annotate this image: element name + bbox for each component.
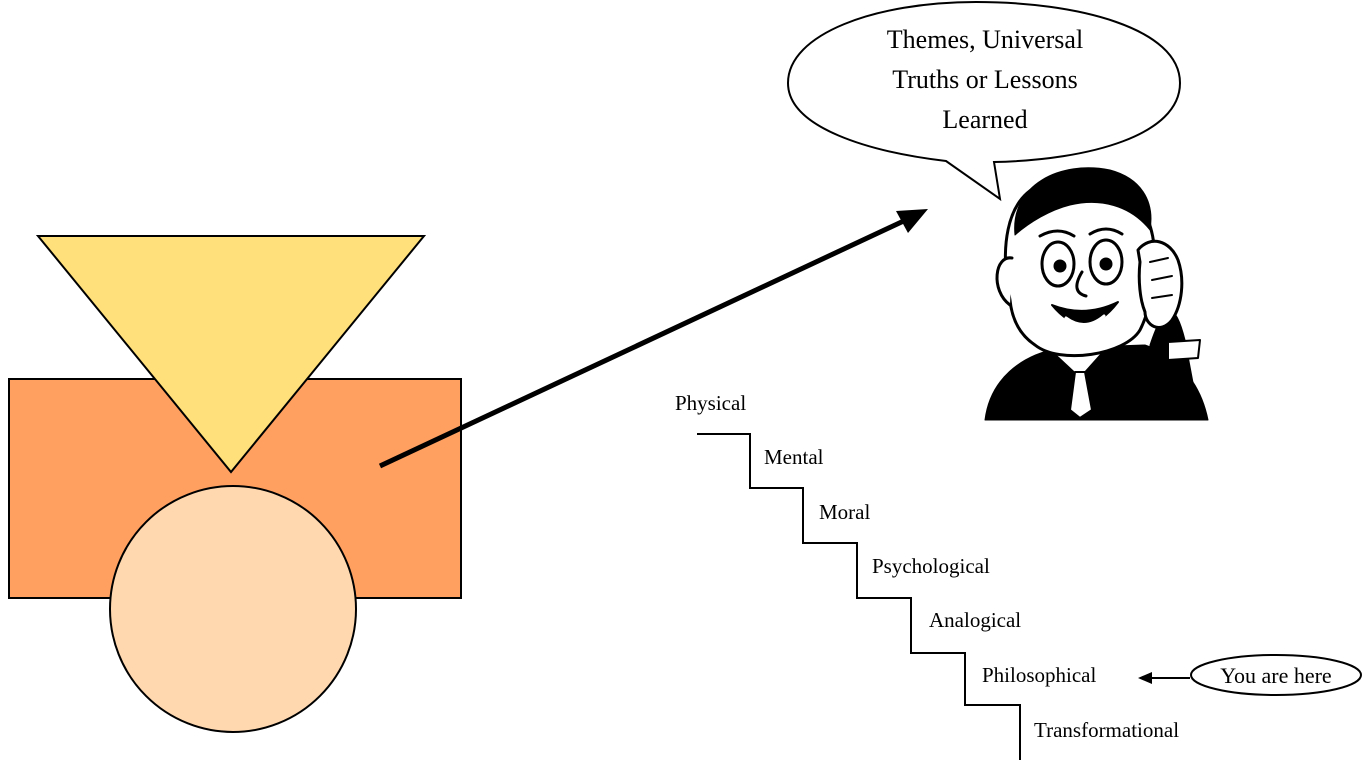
step-mental: Mental (764, 445, 824, 469)
yellow-triangle (35, 235, 427, 474)
step-moral: Moral (819, 500, 870, 524)
staircase: Physical Mental Moral Psychological Anal… (675, 391, 1179, 760)
speech-bubble: Themes, Universal Truths or Lessons Lear… (786, 0, 1182, 202)
step-philosophical: Philosophical (982, 663, 1096, 687)
bubble-line-1: Themes, Universal (887, 25, 1083, 54)
cartoon-man-thinking-icon (984, 167, 1209, 421)
staircase-line (697, 433, 1021, 760)
step-transformational: Transformational (1034, 718, 1179, 742)
peach-circle (109, 485, 357, 733)
pointer-arrowhead (1138, 672, 1152, 684)
you-are-here-label: You are here (1220, 663, 1331, 688)
step-physical: Physical (675, 391, 746, 415)
you-are-here-marker: You are here (1138, 654, 1362, 696)
step-psychological: Psychological (872, 554, 990, 578)
step-analogical: Analogical (929, 608, 1021, 632)
speech-bubble-shape (786, 0, 1182, 202)
you-are-here-oval (1190, 654, 1362, 696)
shape-composition (8, 235, 462, 733)
bubble-line-3: Learned (942, 105, 1027, 134)
bubble-line-2: Truths or Lessons (892, 65, 1077, 94)
insight-arrow (378, 209, 928, 469)
